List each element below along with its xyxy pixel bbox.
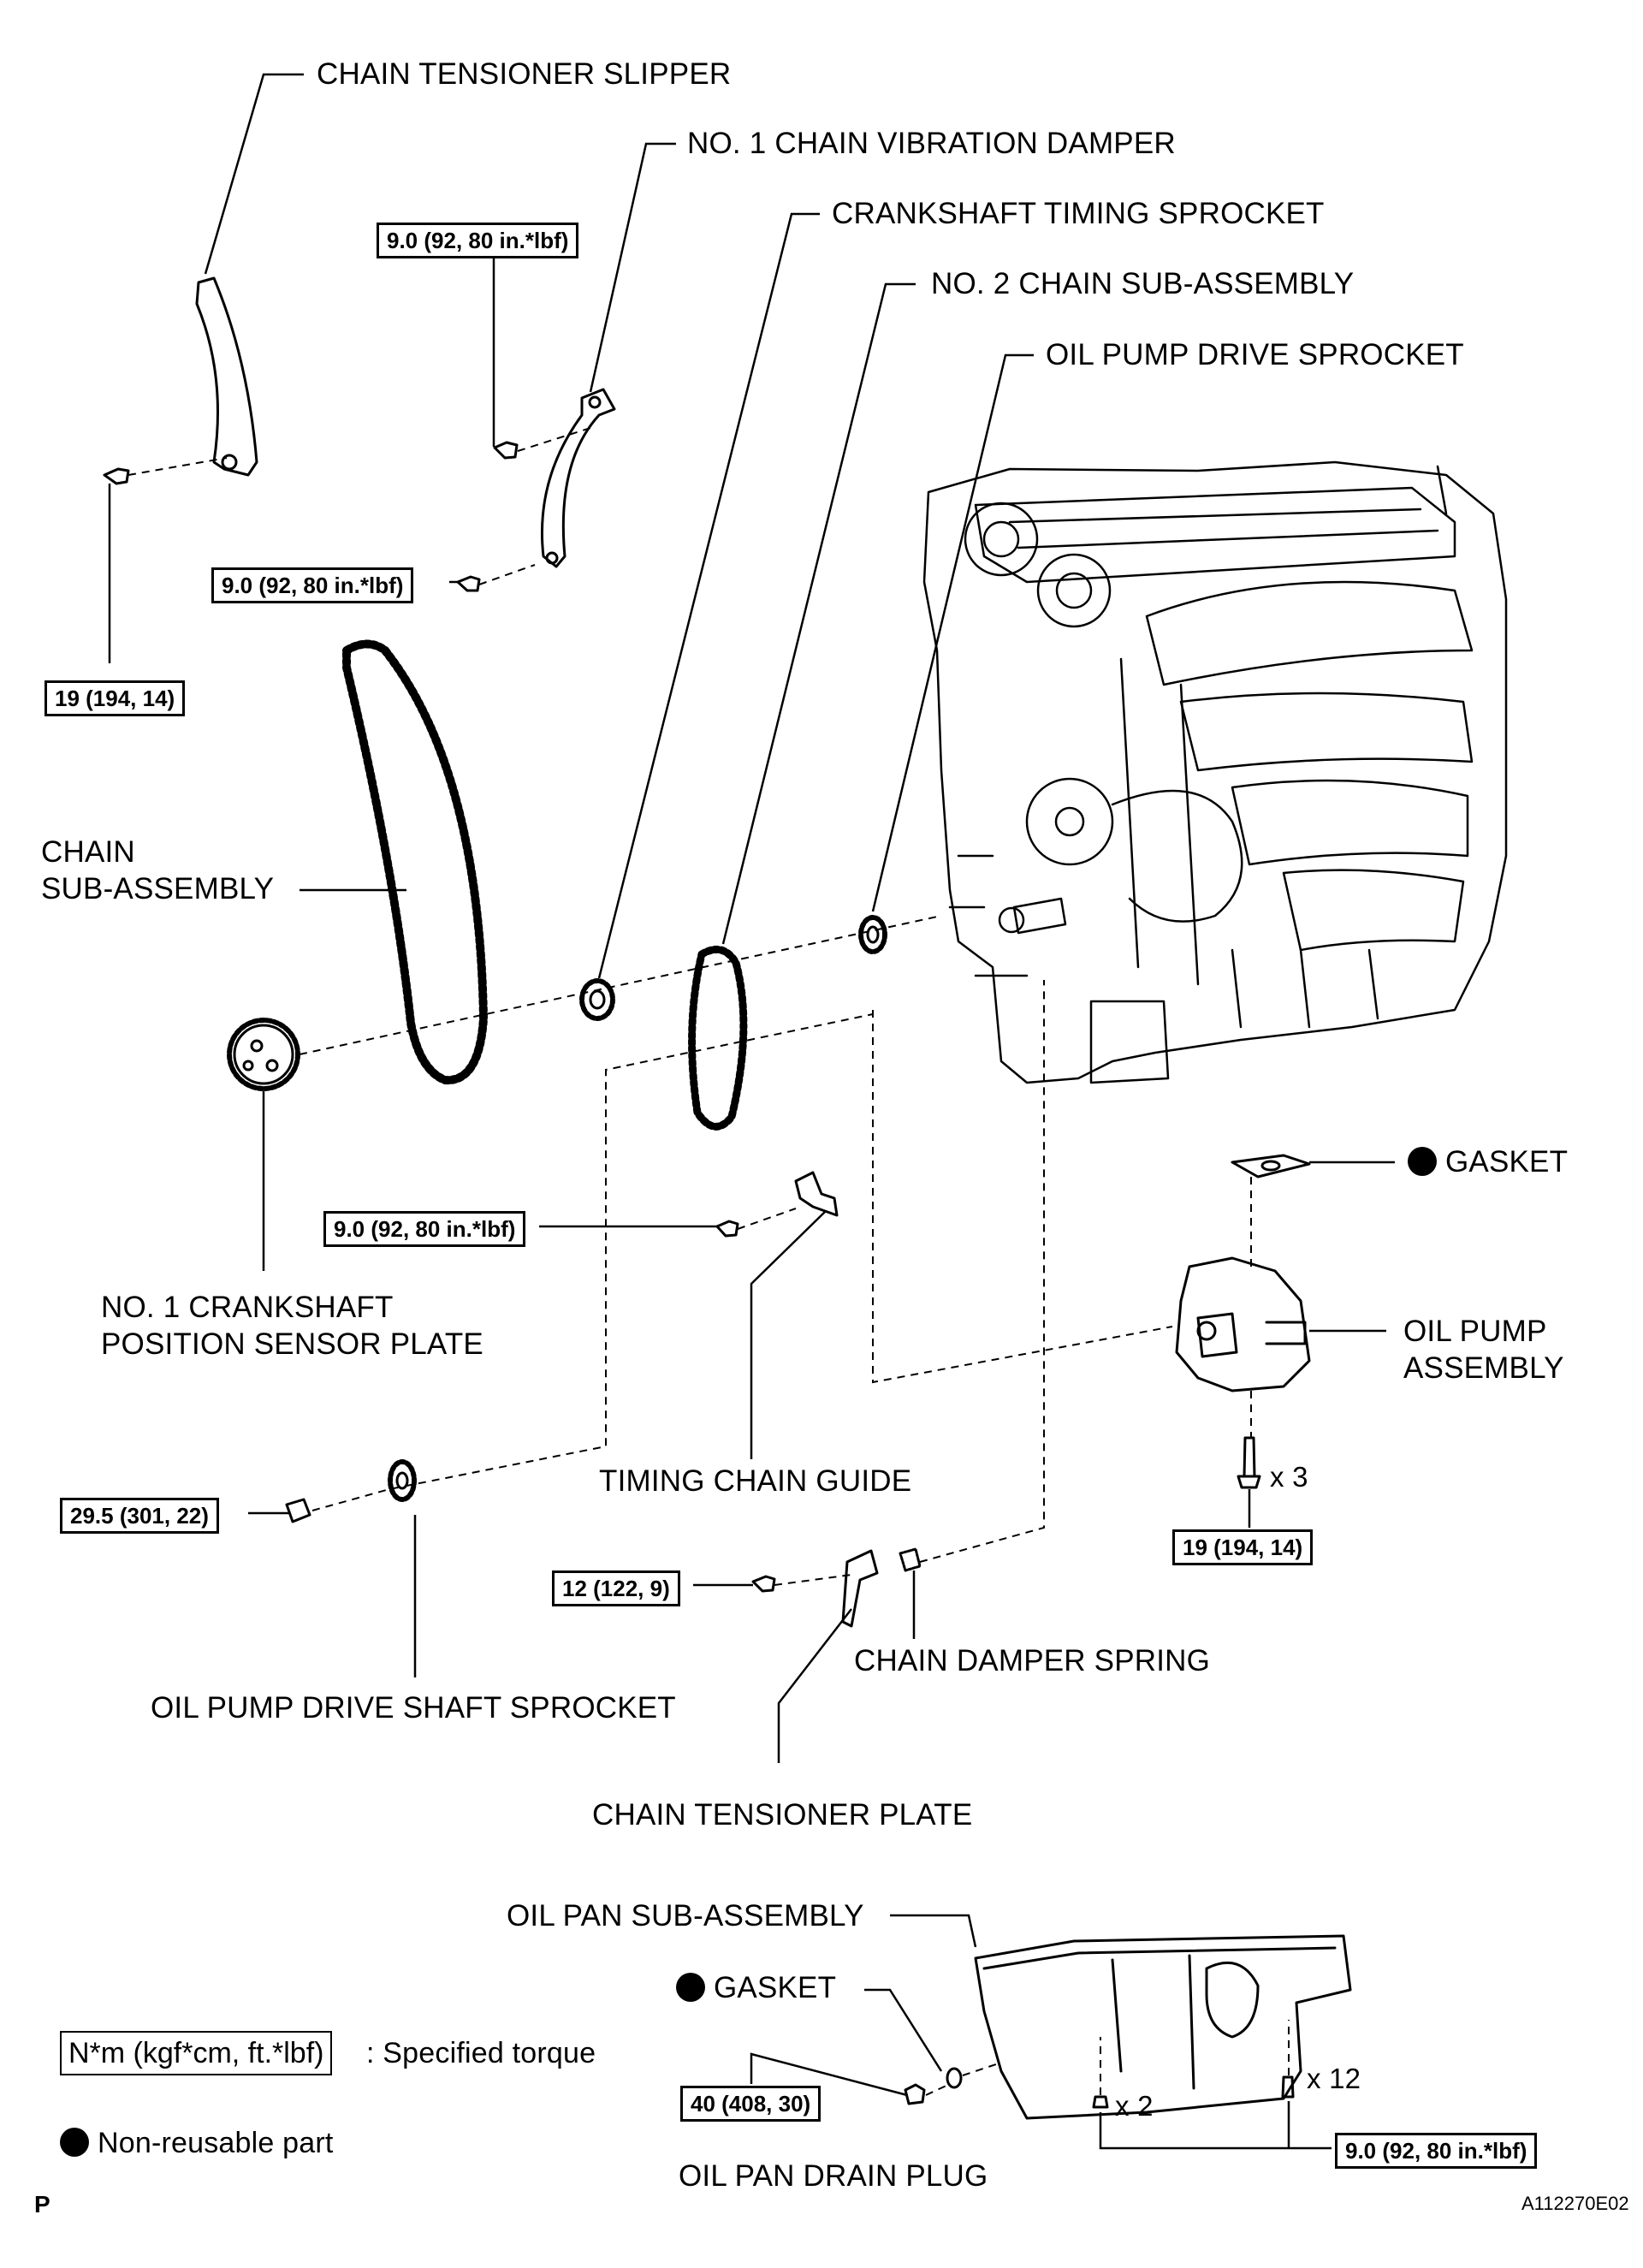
label-chain-tensioner-plate: CHAIN TENSIONER PLATE bbox=[592, 1798, 973, 1832]
label-chain-sub-assembly-line2: SUB-ASSEMBLY bbox=[41, 872, 275, 905]
drive-shaft-sprocket-drawing bbox=[388, 1459, 417, 1502]
torque-vib-damper-upper: 9.0 (92, 80 in.*lbf) bbox=[377, 223, 579, 258]
label-oil-pump-drive-sprocket: OIL PUMP DRIVE SPROCKET bbox=[1046, 338, 1464, 371]
torque-vib-damper-lower: 9.0 (92, 80 in.*lbf) bbox=[211, 567, 414, 603]
vibration-damper-drawing bbox=[540, 388, 616, 568]
torque-drive-shaft-sprocket-nut: 29.5 (301, 22) bbox=[60, 1498, 219, 1534]
torque-oil-pan-bolts: 9.0 (92, 80 in.*lbf) bbox=[1335, 2133, 1538, 2169]
label-oil-pan-drain-plug: OIL PAN DRAIN PLUG bbox=[679, 2159, 988, 2193]
label-no1-chain-vibration-damper: NO. 1 CHAIN VIBRATION DAMPER bbox=[687, 127, 1176, 160]
tensioner-plate-drawing bbox=[841, 1549, 879, 1628]
torque-chain-guide: 9.0 (92, 80 in.*lbf) bbox=[323, 1211, 526, 1247]
oil-pump-drawing bbox=[1175, 1256, 1311, 1392]
damper-spring-drawing bbox=[899, 1547, 922, 1572]
label-oil-pan-sub-assembly: OIL PAN SUB-ASSEMBLY bbox=[507, 1899, 864, 1933]
chain-tensioner-slipper-drawing bbox=[195, 276, 258, 477]
label-sensor-plate-line1: NO. 1 CRANKSHAFT bbox=[101, 1291, 394, 1324]
qty-oil-pan-bolts: x 12 bbox=[1307, 2063, 1361, 2094]
label-oil-pump-line2: ASSEMBLY bbox=[1403, 1351, 1564, 1385]
non-reusable-dot-icon bbox=[676, 1973, 705, 2002]
gasket-top-drawing bbox=[1231, 1154, 1311, 1179]
timing-chain-drawing bbox=[342, 639, 488, 1085]
timing-chain-guide-drawing bbox=[794, 1171, 839, 1217]
torque-tensioner-plate: 12 (122, 9) bbox=[552, 1570, 680, 1606]
crank-sprocket-drawing bbox=[579, 978, 615, 1021]
figure-id: A112270E02 bbox=[1521, 2193, 1629, 2214]
sensor-plate-drawing bbox=[227, 1018, 300, 1091]
label-chain-sub-assembly-line1: CHAIN bbox=[41, 835, 135, 869]
label-crankshaft-timing-sprocket: CRANKSHAFT TIMING SPROCKET bbox=[832, 197, 1325, 230]
legend-torque-desc: : Specified torque bbox=[366, 2037, 596, 2069]
qty-oil-pan-nuts: x 2 bbox=[1115, 2090, 1154, 2122]
label-sensor-plate-line2: POSITION SENSOR PLATE bbox=[101, 1327, 483, 1361]
legend-torque-unit-box: N*m (kgf*cm, ft.*lbf) bbox=[60, 2031, 333, 2075]
oil-pump-drive-sprocket-drawing bbox=[858, 915, 887, 954]
label-oil-pump-line1: OIL PUMP bbox=[1403, 1315, 1547, 1348]
label-oil-pump-drive-shaft-sprocket: OIL PUMP DRIVE SHAFT SPROCKET bbox=[151, 1691, 676, 1725]
label-no2-chain-sub-assembly: NO. 2 CHAIN SUB-ASSEMBLY bbox=[931, 267, 1355, 300]
label-chain-damper-spring: CHAIN DAMPER SPRING bbox=[854, 1644, 1211, 1677]
qty-oil-pump-bolts: x 3 bbox=[1270, 1461, 1308, 1493]
legend-non-reusable: Non-reusable part bbox=[60, 2125, 334, 2161]
label-chain-tensioner-slipper: CHAIN TENSIONER SLIPPER bbox=[317, 57, 732, 91]
label-gasket-bottom: GASKET bbox=[676, 1970, 836, 2006]
torque-drain-plug: 40 (408, 30) bbox=[680, 2086, 822, 2122]
label-timing-chain-guide: TIMING CHAIN GUIDE bbox=[599, 1464, 912, 1498]
corner-mark-left: P bbox=[34, 2191, 50, 2218]
no2-chain-drawing bbox=[688, 945, 748, 1131]
oil-pan-drawing bbox=[974, 1934, 1352, 2120]
non-reusable-dot-icon bbox=[1408, 1147, 1437, 1176]
label-gasket-top: GASKET bbox=[1408, 1144, 1568, 1180]
torque-slipper-bolt: 19 (194, 14) bbox=[44, 680, 186, 716]
non-reusable-dot-icon bbox=[60, 2128, 89, 2157]
torque-oil-pump-bolts: 19 (194, 14) bbox=[1172, 1529, 1314, 1565]
engine-block-drawing bbox=[922, 460, 1508, 1084]
